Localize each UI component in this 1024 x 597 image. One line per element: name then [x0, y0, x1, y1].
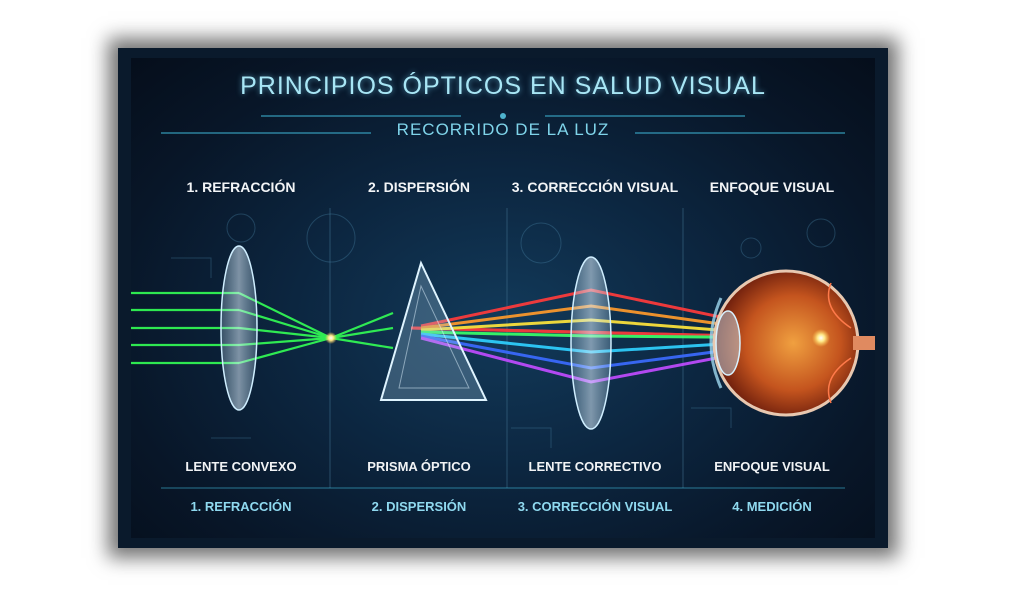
column-heading-focus: ENFOQUE VISUAL [684, 178, 860, 196]
corrective-lens [571, 257, 611, 429]
column-dividers [330, 208, 683, 488]
infographic-panel: PRINCIPIOS ÓPTICOS EN SALUD VISUAL RECOR… [131, 58, 875, 538]
footer-step-measurement: 4. MEDICIÓN [684, 499, 860, 514]
eye-illustration [711, 271, 875, 415]
footer-step-correction: 3. CORRECCIÓN VISUAL [507, 499, 683, 514]
optical-prism [381, 263, 486, 400]
incoming-light-beams [131, 293, 393, 363]
label-corrective-lens: LENTE CORRECTIVO [507, 459, 683, 474]
footer-step-refraction: 1. REFRACCIÓN [153, 499, 329, 514]
focal-point [325, 332, 337, 344]
column-heading-refraction: 1. REFRACCIÓN [153, 178, 329, 196]
page-title: PRINCIPIOS ÓPTICOS EN SALUD VISUAL [131, 72, 875, 101]
column-heading-dispersion: 2. DISPERSIÓN [331, 178, 507, 196]
convex-lens [221, 246, 257, 410]
page-subtitle: RECORRIDO DE LA LUZ [131, 120, 875, 140]
label-convex-lens: LENTE CONVEXO [153, 459, 329, 474]
footer-step-dispersion: 2. DISPERSIÓN [331, 499, 507, 514]
column-heading-correction: 3. CORRECCIÓN VISUAL [507, 178, 683, 196]
label-optical-prism: PRISMA ÓPTICO [331, 459, 507, 474]
label-visual-focus: ENFOQUE VISUAL [684, 459, 860, 474]
